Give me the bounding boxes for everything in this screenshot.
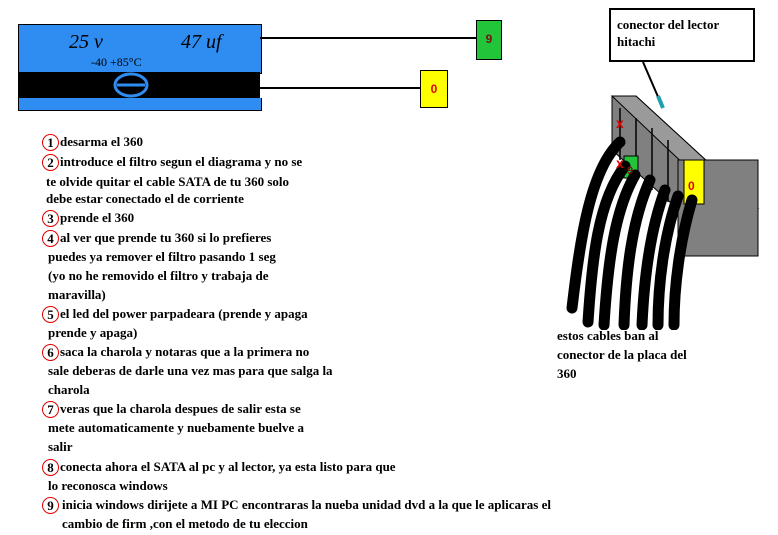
step-3-line-1: prende el 360 bbox=[60, 210, 135, 225]
step-8-line-2: lo reconosca windows bbox=[48, 478, 168, 493]
capacitor-body: 25 v 47 uf -40 +85°C bbox=[18, 24, 262, 74]
step-number-circle: 1 bbox=[42, 134, 59, 151]
step-2-line-2: te olvide quitar el cable SATA de tu 360… bbox=[46, 174, 290, 189]
wire-positive bbox=[260, 37, 476, 39]
pin-9-label: 9 bbox=[476, 20, 502, 60]
cables-note-line2: conector de la placa del bbox=[557, 347, 687, 362]
connector-yellow-label: 0 bbox=[688, 179, 695, 193]
step-7-line-2: mete automaticamente y nuebamente buelve… bbox=[48, 420, 304, 435]
step-number-circle: 7 bbox=[42, 401, 59, 418]
step-number-circle: 8 bbox=[42, 459, 59, 476]
step-2-line-3: debe estar conectado el de corriente bbox=[46, 191, 244, 206]
capacitor-temp-range: -40 +85°C bbox=[91, 55, 142, 69]
cables-note-line1: estos cables ban al bbox=[557, 328, 659, 343]
step-4-line-1: al ver que prende tu 360 si lo prefieres bbox=[60, 230, 272, 245]
step-4-line-4: maravilla) bbox=[48, 287, 106, 302]
step-6-line-1: saca la charola y notaras que a la prime… bbox=[60, 344, 310, 359]
step-6-line-3: charola bbox=[48, 382, 90, 397]
step-number-circle: 9 bbox=[42, 497, 59, 514]
connector-callout-line1: conector del lector bbox=[617, 17, 720, 32]
connector-callout: conector del lector hitachi bbox=[609, 8, 755, 62]
capacitor-voltage: 25 v bbox=[69, 31, 103, 53]
step-number-circle: 3 bbox=[42, 210, 59, 227]
step-7-line-3: salir bbox=[48, 439, 73, 454]
connector-callout-line2: hitachi bbox=[617, 34, 656, 49]
step-9-line-1: inicia windows dirijete a MI PC encontra… bbox=[62, 497, 551, 512]
step-number-circle: 2 bbox=[42, 154, 59, 171]
step-5-line-1: el led del power parpadeara (prende y ap… bbox=[60, 306, 308, 321]
step-1-line-1: desarma el 360 bbox=[60, 134, 144, 149]
cables-note-line3: 360 bbox=[557, 366, 577, 381]
cables-note: estos cables ban al conector de la placa… bbox=[557, 326, 687, 383]
connector-x-label-2: x bbox=[616, 155, 624, 171]
capacitor: 25 v 47 uf -40 +85°C bbox=[18, 24, 262, 111]
capacitor-base bbox=[18, 98, 262, 111]
step-number-circle: 5 bbox=[42, 306, 59, 323]
step-2-line-1: introduce el filtro segun el diagrama y … bbox=[60, 154, 303, 169]
pin-0-label: 0 bbox=[420, 70, 448, 108]
step-4-line-3: (yo no he removido el filtro y trabaja d… bbox=[48, 268, 269, 283]
step-6-line-2: sale deberas de darle una vez mas para q… bbox=[48, 363, 333, 378]
step-9-line-2: cambio de firm ,con el metodo de tu elec… bbox=[62, 516, 308, 531]
step-number-circle: 6 bbox=[42, 344, 59, 361]
step-number-circle: 4 bbox=[42, 230, 59, 247]
wire-negative bbox=[260, 87, 420, 89]
minus-icon bbox=[113, 72, 149, 98]
connector-green-label: 9 bbox=[627, 165, 633, 177]
connector-x-label-1: x bbox=[616, 115, 624, 131]
step-7-line-1: veras que la charola despues de salir es… bbox=[60, 401, 301, 416]
step-5-line-2: prende y apaga) bbox=[48, 325, 138, 340]
step-4-line-2: puedes ya remover el filtro pasando 1 se… bbox=[48, 249, 276, 264]
step-8-line-1: conecta ahora el SATA al pc y al lector,… bbox=[60, 459, 396, 474]
connector-diagram: x x 9 0 bbox=[566, 61, 760, 330]
capacitor-capacitance: 47 uf bbox=[181, 31, 222, 53]
